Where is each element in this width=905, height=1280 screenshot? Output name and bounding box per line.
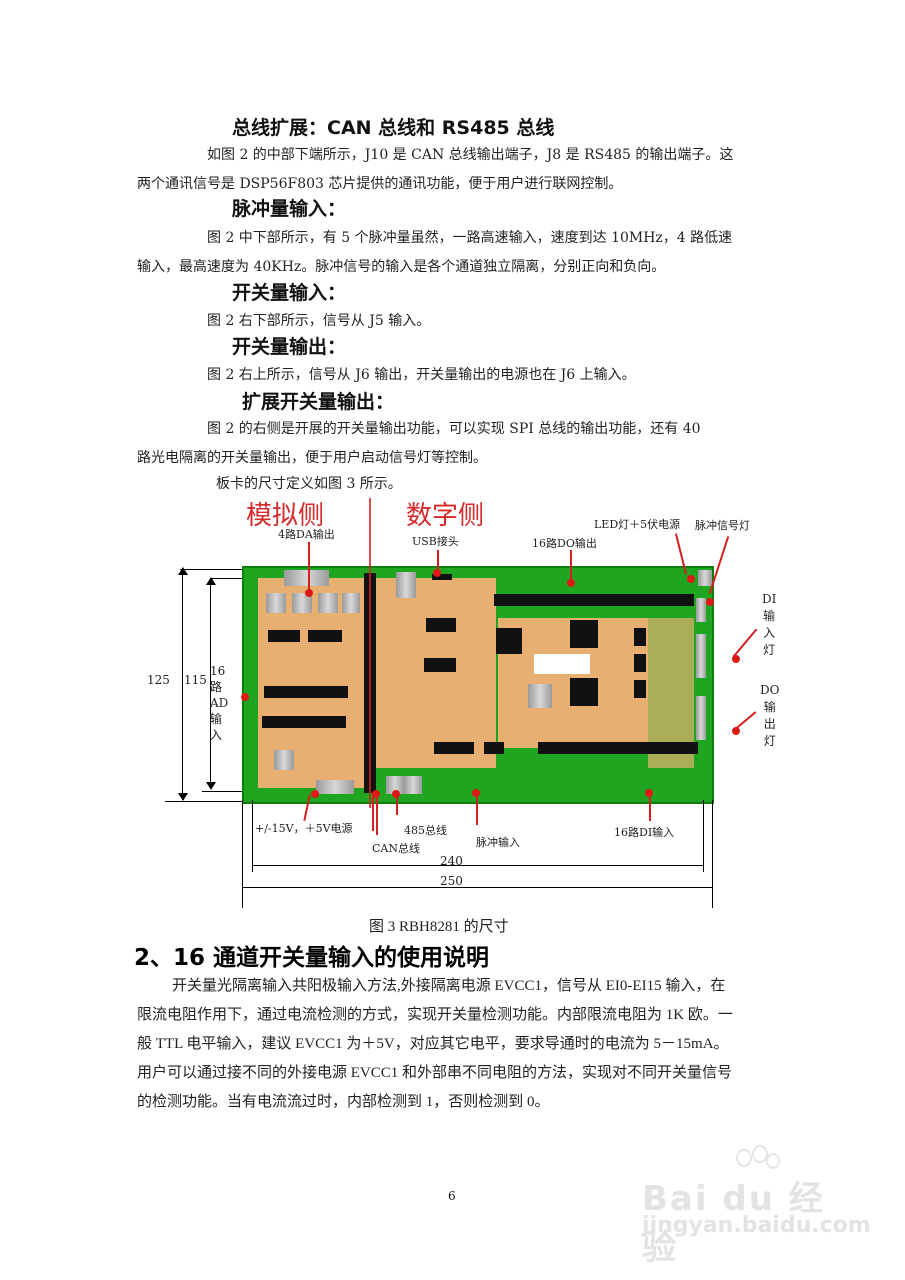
label-da-output: 4路DA输出 — [278, 528, 335, 541]
paragraph-line: 图 2 右下部所示，信号从 J5 输入。 — [207, 313, 431, 329]
paragraph-line: 输入，最高速度为 40KHz。脉冲信号的输入是各个通道独立隔离，分别正向和负向。 — [137, 259, 666, 275]
paragraph-line: 般 TTL 电平输入，建议 EVCC1 为＋5V，对应其它电平，要求导通时的电流… — [137, 1036, 729, 1052]
figure-board-dimensions: 模拟侧 数字侧 4路DA输出 USB接头 16路DO输出 LED灯＋5伏电源 脉… — [140, 495, 780, 915]
paragraph-line: 图 2 的右侧是开展的开关量输出功能，可以实现 SPI 总线的输出功能，还有 4… — [207, 421, 701, 437]
dim-height-outer: 125 — [147, 673, 170, 687]
label-do-output: 16路DO输出 — [532, 537, 597, 550]
label-do-led: DO 输 出 灯 — [760, 683, 780, 748]
watermark-url: jingyan.baidu.com — [642, 1213, 871, 1238]
heading-pulse-input: 脉冲量输入： — [232, 198, 347, 220]
label-power: +/-15V，＋5V电源 — [255, 822, 353, 835]
paragraph-line: 路光电隔离的开关量输出，便于用户启动信号灯等控制。 — [137, 450, 487, 466]
label-led-power: LED灯＋5伏电源 — [594, 518, 681, 531]
label-usb: USB接头 — [412, 535, 459, 548]
heading-switch-output: 开关量输出： — [232, 336, 347, 358]
label-pulse-input: 脉冲输入 — [476, 836, 520, 849]
label-di-led: DI 输 入 灯 — [762, 592, 777, 657]
paw-icon — [730, 1145, 780, 1185]
paragraph-line: 两个通讯信号是 DSP56F803 芯片提供的通讯功能，便于用户进行联网控制。 — [137, 176, 623, 192]
figure-caption: 图 3 RBH8281 的尺寸 — [369, 919, 509, 935]
pcb-board-image — [242, 498, 714, 808]
label-ad-input: 16 路 AD 输 入 — [210, 664, 229, 742]
page-number: 6 — [448, 1189, 456, 1203]
paragraph-line: 开关量光隔离输入共阳极输入方法,外接隔离电源 EVCC1，信号从 EI0-EI1… — [172, 978, 726, 994]
paragraph-line: 图 2 右上所示，信号从 J6 输出，开关量输出的电源也在 J6 上输入。 — [207, 367, 636, 383]
dim-height-inner: 115 — [184, 673, 207, 687]
paragraph-line: 板卡的尺寸定义如图 3 所示。 — [216, 476, 402, 492]
label-di-input: 16路DI输入 — [614, 826, 675, 839]
paragraph-line: 的检测功能。当有电流流过时，内部检测到 1，否则检测到 0。 — [137, 1094, 550, 1110]
digital-side-label: 数字侧 — [406, 501, 485, 531]
heading-bus-extension: 总线扩展：CAN 总线和 RS485 总线 — [232, 117, 555, 139]
paragraph-line: 图 2 中下部所示，有 5 个脉冲量虽然，一路高速输入，速度到达 10MHz，4… — [207, 230, 733, 246]
watermark-brand: Bai du 经验 — [642, 1179, 825, 1268]
paragraph-line: 限流电阻作用下，通过电流检测的方式，实现开关量检测功能。内部限流电阻为 1K 欧… — [137, 1007, 733, 1023]
paragraph-line: 如图 2 的中部下端所示，J10 是 CAN 总线输出端子，J8 是 RS485… — [207, 147, 734, 163]
heading-section-2: 2、16 通道开关量输入的使用说明 — [134, 945, 490, 971]
analog-side-label: 模拟侧 — [246, 501, 325, 531]
dim-width-outer: 250 — [440, 874, 463, 888]
baidu-watermark: Bai du 经验 jingyan.baidu.com — [640, 1145, 871, 1268]
heading-switch-input: 开关量输入： — [232, 282, 347, 304]
paragraph-line: 用户可以通过接不同的外接电源 EVCC1 和外部串不同电阻的方法，实现对不同开关… — [137, 1065, 733, 1081]
label-pulse-led: 脉冲信号灯 — [695, 519, 750, 532]
dim-width-inner: 240 — [440, 854, 463, 868]
label-can-bus: CAN总线 — [372, 842, 420, 855]
heading-ext-switch-output: 扩展开关量输出： — [242, 391, 395, 413]
label-485-bus: 485总线 — [404, 824, 447, 837]
